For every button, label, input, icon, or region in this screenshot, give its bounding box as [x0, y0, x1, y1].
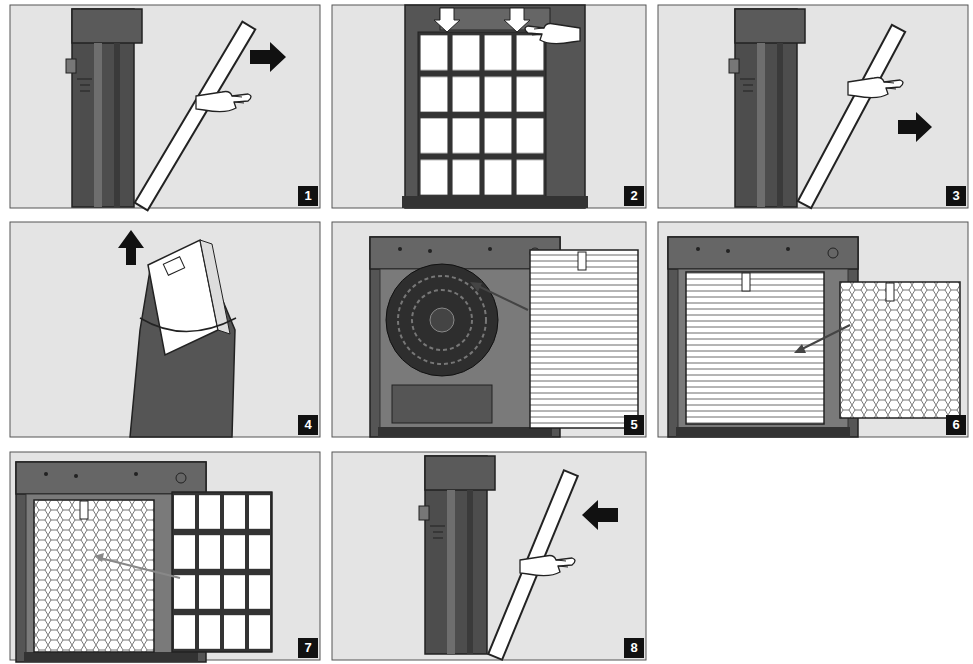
step-number: 6	[946, 415, 966, 435]
step-number: 1	[298, 186, 318, 206]
step-number: 5	[624, 415, 644, 435]
step-number: 4	[298, 415, 318, 435]
step-number: 8	[624, 638, 644, 658]
step-number: 3	[946, 186, 966, 206]
step-number: 2	[624, 186, 644, 206]
step-number: 7	[298, 638, 318, 658]
